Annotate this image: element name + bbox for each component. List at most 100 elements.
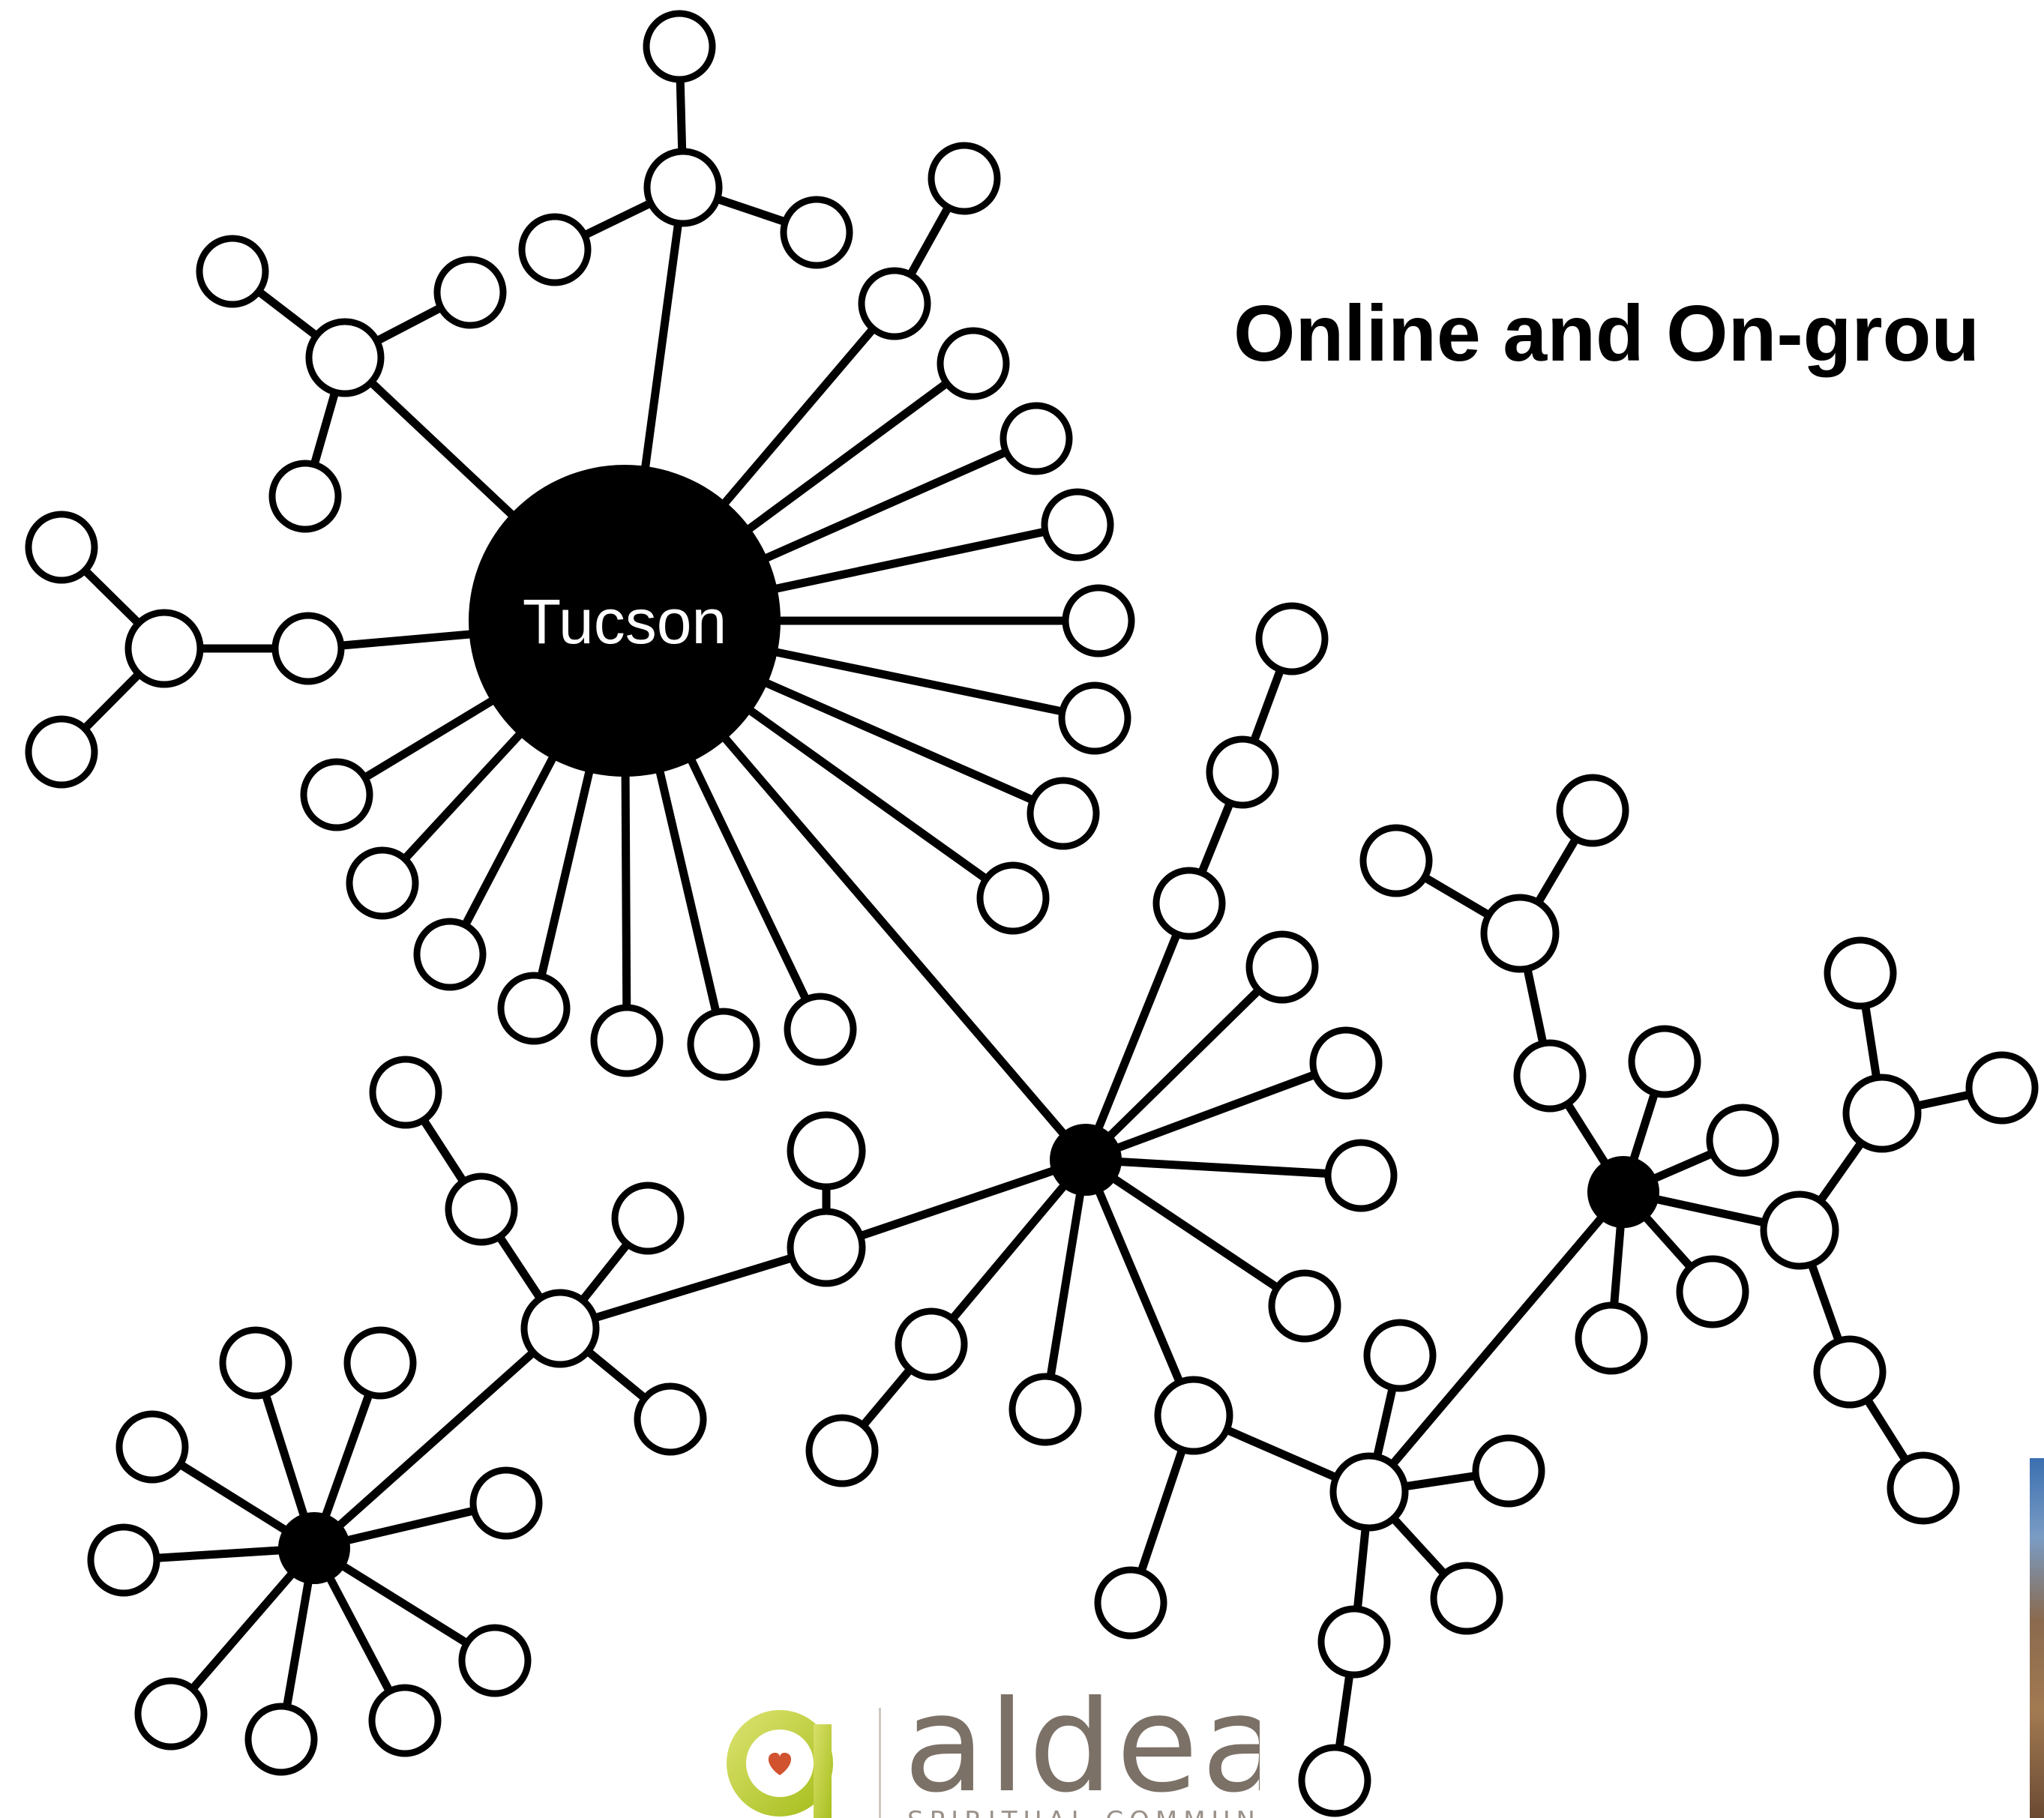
network-node <box>634 1382 707 1456</box>
logo-wordmark: aldea <box>904 1694 1260 1818</box>
network-node <box>1575 1301 1648 1375</box>
network-node <box>124 609 204 688</box>
network-node <box>369 1056 442 1129</box>
edge <box>166 1544 319 1718</box>
network-node <box>1329 1452 1409 1532</box>
network-node <box>937 327 1010 400</box>
network-node <box>458 1624 532 1697</box>
network-node <box>858 267 931 340</box>
edge <box>1081 1059 1350 1164</box>
edge <box>310 1324 565 1553</box>
slide-heading: Online and On-grou <box>1233 289 1980 378</box>
network-node <box>1062 584 1135 657</box>
logo-tagline: SPIRITUAL COMMUNITY <box>907 1808 1260 1818</box>
network-node <box>1206 735 1279 809</box>
edge <box>1081 899 1194 1164</box>
network-node <box>1472 1434 1545 1508</box>
network-node <box>643 10 716 83</box>
network-node <box>928 142 1001 215</box>
edge <box>1081 1155 1198 1420</box>
network-node <box>1706 1104 1779 1177</box>
network-node <box>87 1523 160 1597</box>
network-node <box>445 1173 518 1246</box>
network-node <box>1813 1335 1887 1409</box>
hub-node <box>1050 1124 1122 1196</box>
network-node <box>520 1289 600 1368</box>
network-node <box>1824 936 1897 1010</box>
network-node <box>1245 930 1319 1004</box>
photo-thumbnail <box>2030 1458 2044 1818</box>
network-node <box>1430 1562 1503 1635</box>
network-node <box>219 1326 292 1400</box>
edge <box>822 1155 1090 1252</box>
hub-node <box>1587 1156 1659 1228</box>
network-node <box>1887 1451 1960 1525</box>
network-node <box>1556 774 1629 847</box>
edge <box>1081 963 1287 1164</box>
network-node <box>433 256 507 329</box>
network-node <box>1268 1269 1341 1343</box>
network-node <box>787 1111 866 1191</box>
nodes <box>25 10 2039 1817</box>
edge <box>1041 1155 1090 1414</box>
logo-mark <box>727 1708 881 1818</box>
network-node <box>343 1326 417 1400</box>
edge <box>556 1243 831 1333</box>
network-node <box>305 318 385 397</box>
network-node <box>1255 602 1329 675</box>
edge <box>1365 1188 1628 1496</box>
edge <box>1081 1155 1365 1180</box>
network-node <box>1009 1373 1082 1446</box>
network-node <box>1094 1566 1167 1640</box>
network-node <box>244 1703 318 1776</box>
aldea-logo: aldea SPIRITUAL COMMUNITY <box>720 1694 1260 1818</box>
network-node <box>497 972 571 1045</box>
network-node <box>787 1208 866 1287</box>
network-node <box>268 460 342 533</box>
network-node <box>1041 488 1114 562</box>
network-node <box>115 1410 189 1484</box>
network-node <box>25 511 98 584</box>
network-node <box>1000 402 1073 475</box>
network-node <box>1628 1025 1701 1098</box>
network-node <box>1359 824 1433 897</box>
network-node <box>1760 1191 1839 1270</box>
network-node <box>687 1008 760 1081</box>
network-node <box>1965 1051 2039 1125</box>
network-node <box>25 715 98 789</box>
network-node <box>469 1466 543 1540</box>
hub-node-tucson <box>469 465 781 777</box>
network-node <box>784 993 857 1066</box>
network-node <box>1152 867 1226 940</box>
network-node <box>518 213 592 286</box>
network-node <box>611 1182 685 1255</box>
network-node <box>413 918 487 991</box>
network-node <box>1363 1319 1437 1392</box>
network-node <box>1317 1605 1391 1679</box>
network-node <box>590 1004 664 1077</box>
network-node <box>196 235 269 308</box>
edge <box>927 1155 1090 1349</box>
network-node <box>1154 1376 1233 1455</box>
network-node <box>1513 1039 1587 1113</box>
network-node <box>805 1414 879 1487</box>
network-node <box>1480 894 1560 973</box>
network-node <box>1298 1744 1371 1817</box>
network-node <box>1058 681 1131 755</box>
hub-label-tucson: Tucson <box>523 586 727 657</box>
network-node <box>976 861 1050 935</box>
network-node <box>1676 1255 1749 1328</box>
network-node <box>346 846 419 920</box>
network-node <box>300 758 373 831</box>
edge <box>1081 1155 1309 1310</box>
network-node <box>271 612 345 685</box>
network-node <box>643 148 723 227</box>
network-node <box>1309 1026 1383 1100</box>
heart-icon <box>768 1753 792 1775</box>
network-node <box>368 1684 442 1757</box>
network-node <box>780 196 853 269</box>
network-node <box>1842 1074 1922 1153</box>
network-node <box>1324 1139 1398 1212</box>
network-node <box>134 1677 208 1751</box>
